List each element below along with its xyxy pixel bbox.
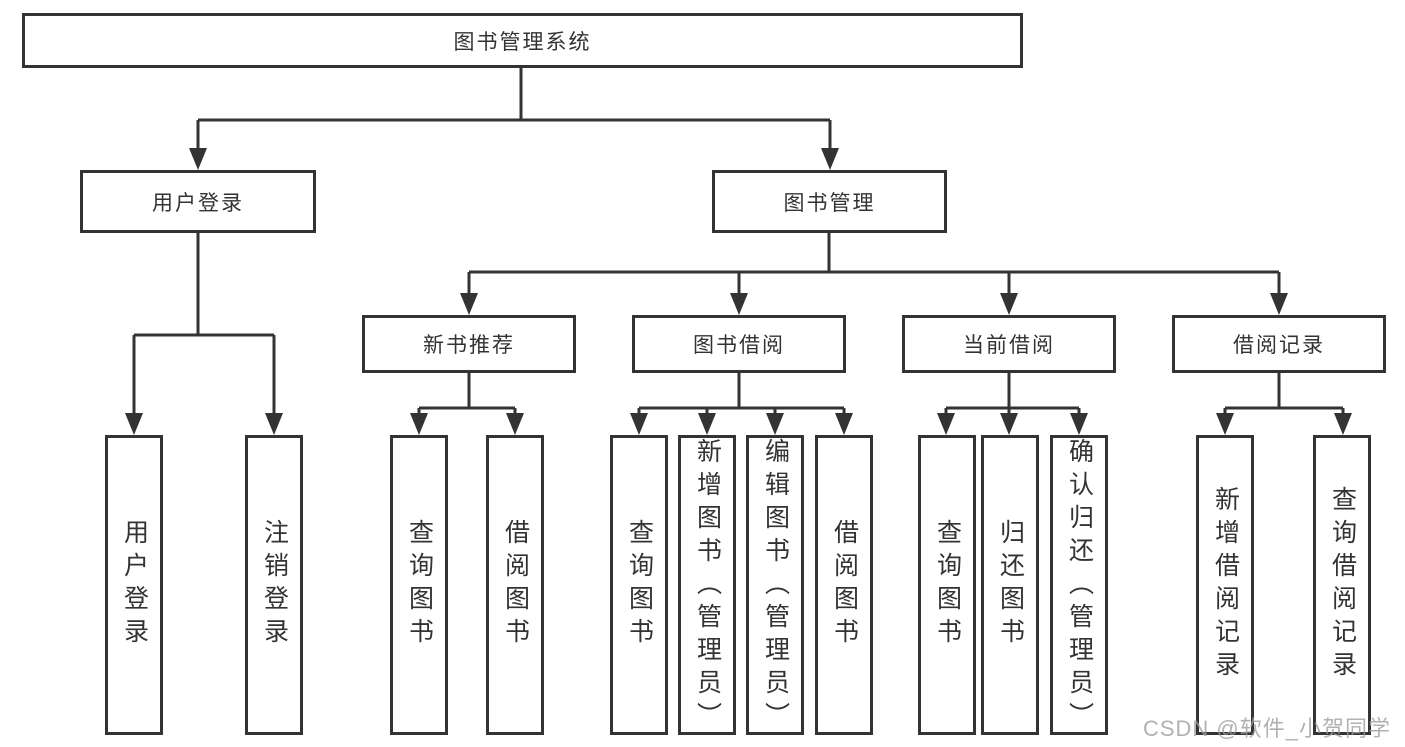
node-return-books-label: 归还图书 <box>996 519 1025 651</box>
node-borrowing-records: 借阅记录 <box>1172 315 1386 373</box>
arrowheads-current-borrowing <box>937 413 1088 435</box>
node-user-login-action-label: 用户登录 <box>120 519 149 651</box>
node-confirm-return-admin-label: 确认归还（管理员） <box>1065 438 1094 735</box>
node-current-borrowing-label: 当前借阅 <box>963 334 1055 357</box>
arrowheads-user-login <box>125 413 283 435</box>
node-new-book-recommendation-label: 新书推荐 <box>423 334 515 357</box>
arrowheads-level2 <box>189 148 839 170</box>
node-query-books-borrowing: 查询图书 <box>610 435 668 735</box>
node-book-borrowing: 图书借阅 <box>632 315 846 373</box>
connector-borrowing-records-to-leaves <box>1223 373 1345 415</box>
node-query-borrow-record-label: 查询借阅记录 <box>1328 486 1357 684</box>
node-add-book-admin-label: 新增图书（管理员） <box>693 438 722 735</box>
connector-current-borrowing-to-leaves <box>944 373 1081 415</box>
connector-user-login-to-leaves <box>132 233 276 415</box>
node-borrow-books-recommend: 借阅图书 <box>486 435 544 735</box>
arrowheads-level3 <box>460 293 1288 315</box>
arrowheads-borrowing-records <box>1216 413 1352 435</box>
node-user-login-label: 用户登录 <box>152 191 244 215</box>
node-query-books-recommend: 查询图书 <box>390 435 448 735</box>
node-add-borrow-record: 新增借阅记录 <box>1196 435 1254 735</box>
arrowheads-book-borrowing <box>630 413 853 435</box>
node-book-borrowing-label: 图书借阅 <box>693 334 785 357</box>
node-confirm-return-admin: 确认归还（管理员） <box>1050 435 1108 735</box>
node-user-login-action: 用户登录 <box>105 435 163 735</box>
node-add-borrow-record-label: 新增借阅记录 <box>1211 486 1240 684</box>
connector-book-management-to-level3 <box>467 233 1281 295</box>
arrowheads-new-book <box>410 413 524 435</box>
node-borrowing-records-label: 借阅记录 <box>1233 334 1325 357</box>
node-logout-label: 注销登录 <box>260 519 289 651</box>
node-book-management: 图书管理 <box>712 170 947 233</box>
node-book-management-label: 图书管理 <box>783 191 876 215</box>
node-new-book-recommendation: 新书推荐 <box>362 315 576 373</box>
node-borrow-books-borrowing: 借阅图书 <box>815 435 873 735</box>
node-logout: 注销登录 <box>245 435 303 735</box>
node-user-login: 用户登录 <box>80 170 316 233</box>
node-query-books-current-label: 查询图书 <box>933 519 962 651</box>
connector-book-borrowing-to-leaves <box>637 373 846 415</box>
node-query-books-borrowing-label: 查询图书 <box>625 519 654 651</box>
node-borrow-books-borrowing-label: 借阅图书 <box>830 519 859 651</box>
node-root-label: 图书管理系统 <box>453 30 592 54</box>
node-current-borrowing: 当前借阅 <box>902 315 1116 373</box>
connector-new-book-to-leaves <box>417 373 517 415</box>
node-edit-book-admin: 编辑图书（管理员） <box>746 435 804 735</box>
csdn-watermark: CSDN @软件_小贺同学 <box>1142 716 1391 741</box>
node-query-books-recommend-label: 查询图书 <box>405 519 434 651</box>
node-query-borrow-record: 查询借阅记录 <box>1313 435 1371 735</box>
node-borrow-books-recommend-label: 借阅图书 <box>501 519 530 651</box>
node-edit-book-admin-label: 编辑图书（管理员） <box>761 438 790 735</box>
connector-root-to-level2 <box>196 68 832 150</box>
node-query-books-current: 查询图书 <box>918 435 976 735</box>
node-add-book-admin: 新增图书（管理员） <box>678 435 736 735</box>
node-return-books: 归还图书 <box>981 435 1039 735</box>
node-root: 图书管理系统 <box>22 13 1023 68</box>
